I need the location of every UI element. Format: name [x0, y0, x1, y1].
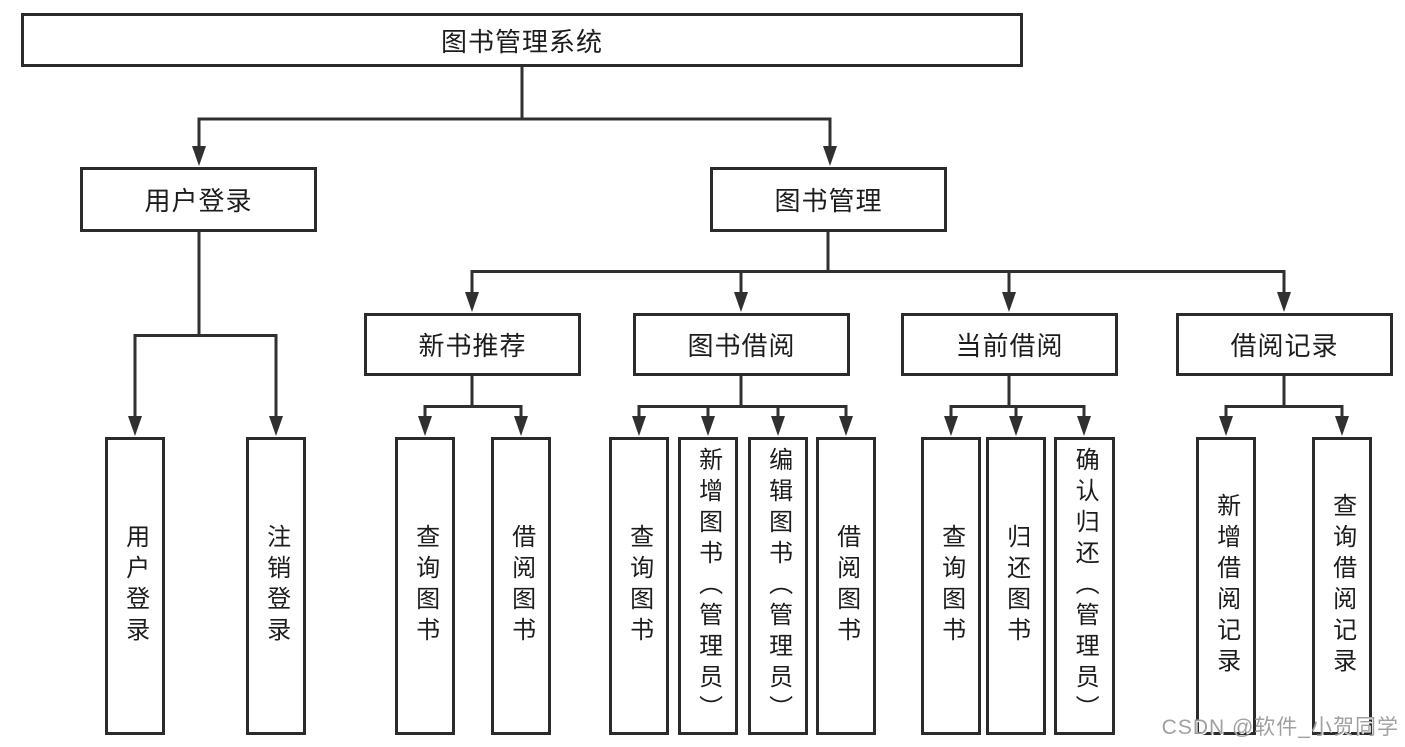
- node-current-borrowing-label: 当前借阅: [955, 331, 1064, 361]
- leaf-add-book-admin: 新增图书（管理员）: [678, 437, 738, 735]
- leaf-borrow-books-recommend-label: 借阅图书: [507, 524, 535, 648]
- connector-user-login-to-leaves: [128, 231, 283, 436]
- node-book-borrowing: 图书借阅: [633, 313, 850, 376]
- node-borrowing-records-label: 借阅记录: [1230, 331, 1339, 361]
- node-user-login: 用户登录: [80, 167, 317, 232]
- leaf-borrow-books-recommend: 借阅图书: [491, 437, 551, 735]
- node-new-book-recommend: 新书推荐: [364, 313, 581, 376]
- node-borrowing-records: 借阅记录: [1176, 313, 1393, 376]
- leaf-confirm-return-admin: 确认归还（管理员）: [1054, 437, 1115, 735]
- leaf-query-books-current-label: 查询图书: [937, 524, 965, 648]
- leaf-query-borrow-record: 查询借阅记录: [1312, 437, 1372, 735]
- connector-current-borrowing-to-leaves: [944, 374, 1091, 436]
- connector-new-book-recommend-to-leaves: [418, 374, 528, 436]
- leaf-query-books-recommend: 查询图书: [395, 437, 455, 735]
- node-book-management: 图书管理: [710, 167, 947, 232]
- node-root-label: 图书管理系统: [440, 26, 603, 57]
- leaf-edit-book-admin-label: 编辑图书（管理员）: [764, 446, 792, 726]
- node-current-borrowing: 当前借阅: [901, 313, 1118, 376]
- node-book-borrowing-label: 图书借阅: [687, 331, 796, 361]
- leaf-return-books: 归还图书: [986, 437, 1046, 735]
- connector-book-mgmt-to-level2: [465, 231, 1291, 312]
- leaf-borrow-books-borrowing: 借阅图书: [816, 437, 876, 735]
- leaf-return-books-label: 归还图书: [1002, 524, 1030, 648]
- leaf-query-books-borrowing-label: 查询图书: [625, 524, 653, 648]
- leaf-query-books-current: 查询图书: [921, 437, 981, 735]
- leaf-add-borrow-record: 新增借阅记录: [1196, 437, 1256, 735]
- connector-root-to-level1: [192, 66, 837, 166]
- node-user-login-label: 用户登录: [144, 186, 253, 216]
- connector-book-borrowing-to-leaves: [632, 374, 853, 436]
- leaf-user-login: 用户登录: [105, 437, 165, 735]
- leaf-edit-book-admin: 编辑图书（管理员）: [748, 437, 808, 735]
- leaf-add-borrow-record-label: 新增借阅记录: [1212, 493, 1240, 679]
- leaf-borrow-books-borrowing-label: 借阅图书: [832, 524, 860, 648]
- leaf-add-book-admin-label: 新增图书（管理员）: [694, 446, 722, 726]
- leaf-query-borrow-record-label: 查询借阅记录: [1328, 493, 1356, 679]
- leaf-logout: 注销登录: [246, 437, 306, 735]
- leaf-query-books-recommend-label: 查询图书: [411, 524, 439, 648]
- connector-borrowing-records-to-leaves: [1219, 374, 1349, 436]
- leaf-confirm-return-admin-label: 确认归还（管理员）: [1071, 446, 1099, 726]
- leaf-user-login-label: 用户登录: [121, 524, 149, 648]
- node-root: 图书管理系统: [21, 13, 1023, 67]
- node-new-book-recommend-label: 新书推荐: [418, 331, 527, 361]
- leaf-query-books-borrowing: 查询图书: [609, 437, 669, 735]
- node-book-management-label: 图书管理: [774, 186, 883, 216]
- leaf-logout-label: 注销登录: [262, 524, 290, 648]
